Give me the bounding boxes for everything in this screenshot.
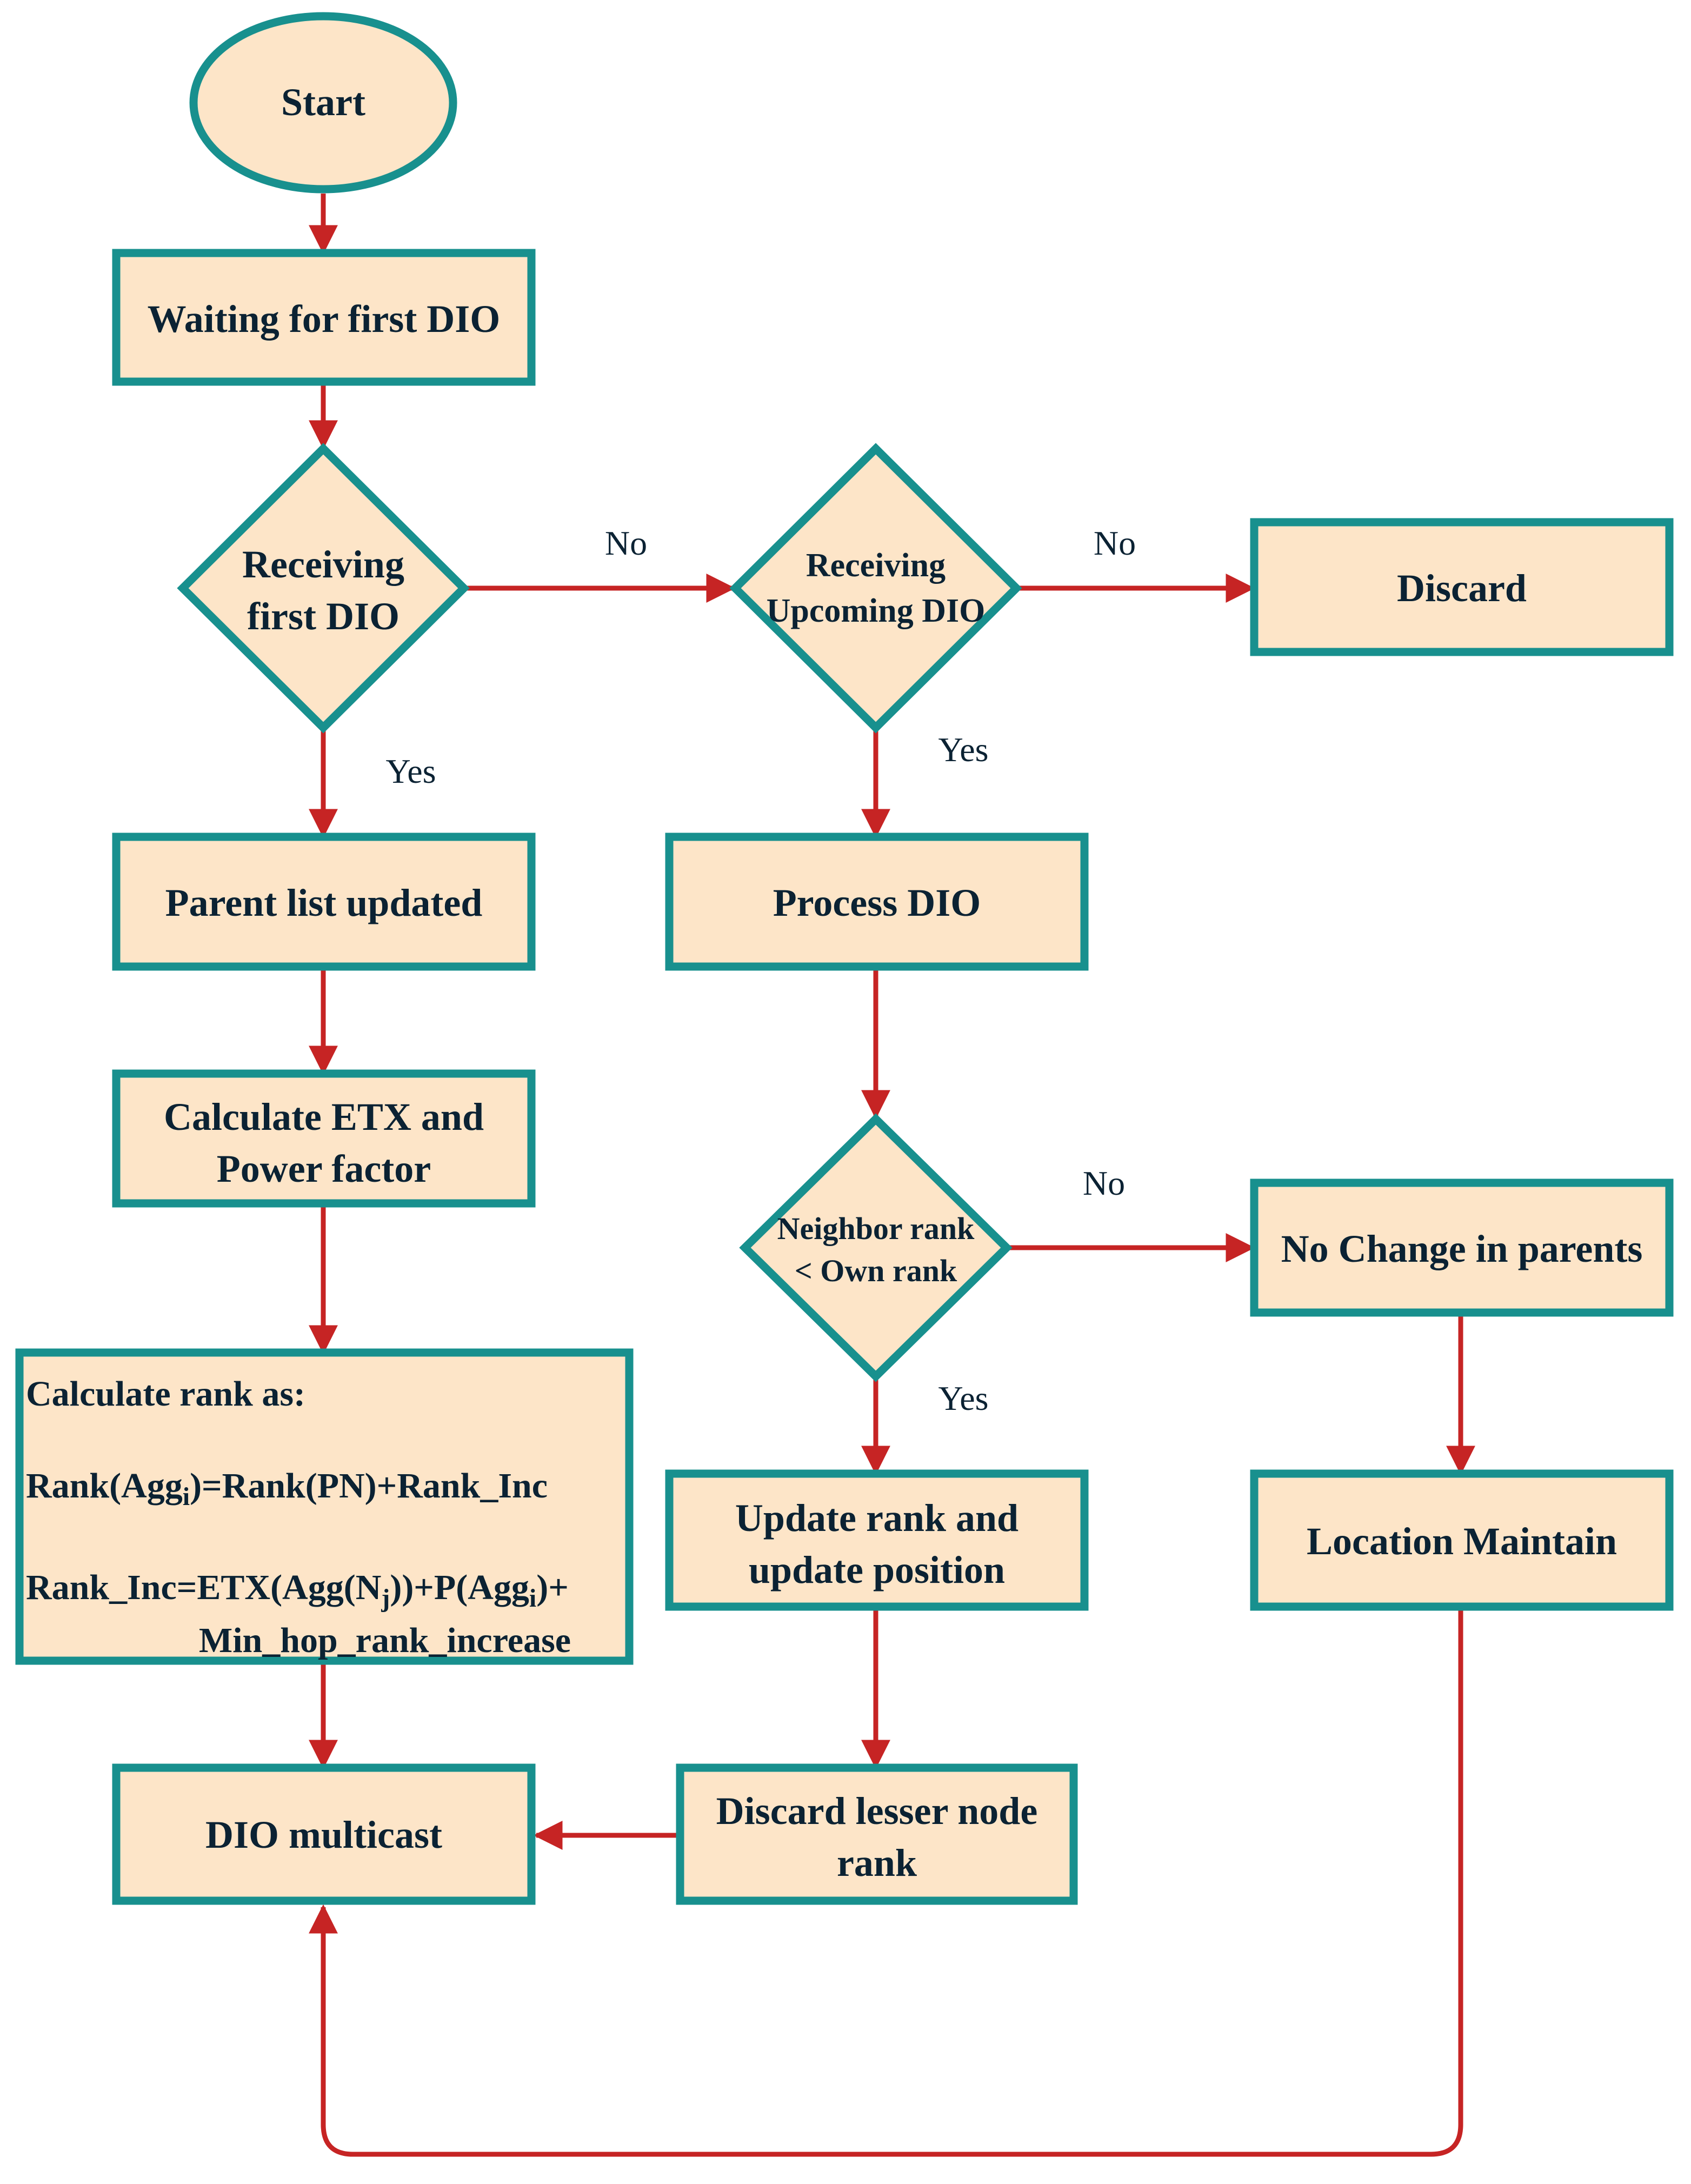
connectors xyxy=(309,194,1475,2157)
update-rank-label-line2: update position xyxy=(749,1548,1005,1592)
edge-label-yes-1: Yes xyxy=(385,752,436,790)
calc-rank-node: Calculate rank as: Rank(Aggi)=Rank(PN)+R… xyxy=(15,1348,634,1665)
no-change-parents-node: No Change in parents xyxy=(1250,1178,1674,1317)
neighbor-rank-label-line1: Neighbor rank xyxy=(777,1211,975,1246)
discard-lesser-label-line1: Discard lesser node xyxy=(716,1789,1038,1833)
dio-multicast-label: DIO multicast xyxy=(205,1813,442,1856)
location-maintain-label: Location Maintain xyxy=(1307,1520,1617,1563)
receiving-first-dio-label-line1: Receiving xyxy=(242,543,404,586)
update-rank-label-line1: Update rank and xyxy=(735,1496,1018,1540)
start-label: Start xyxy=(281,81,365,124)
waiting-first-dio-node: Waiting for first DIO xyxy=(112,249,536,386)
edge-label-no-3: No xyxy=(1083,1164,1125,1202)
dio-multicast-node: DIO multicast xyxy=(112,1763,536,1905)
calc-rank-equation-2: Rank_Inc=ETX(Agg(Nj))+P(Aggi)+ xyxy=(26,1568,569,1613)
calc-etx-power-label-line2: Power factor xyxy=(217,1147,431,1190)
calc-etx-power-node: Calculate ETX and Power factor xyxy=(112,1069,536,1208)
calc-rank-label-line1: Calculate rank as: xyxy=(26,1374,305,1414)
parent-list-updated-node: Parent list updated xyxy=(112,833,536,971)
receiving-upcoming-dio-label-line2: Upcoming DIO xyxy=(767,592,986,629)
neighbor-rank-node: Neighbor rank < Own rank xyxy=(739,1113,1013,1382)
location-maintain-node: Location Maintain xyxy=(1250,1469,1674,1611)
process-dio-node: Process DIO xyxy=(665,833,1089,971)
no-change-parents-label: No Change in parents xyxy=(1281,1227,1643,1270)
start-node: Start xyxy=(189,12,457,194)
receiving-first-dio-label-line2: first DIO xyxy=(247,595,400,638)
calc-rank-equation-1: Rank(Aggi)=Rank(PN)+Rank_Inc xyxy=(26,1466,548,1511)
edge-label-yes-3: Yes xyxy=(938,1379,988,1417)
calc-etx-power-label-line1: Calculate ETX and xyxy=(164,1095,484,1138)
receiving-first-dio-node: Receiving first DIO xyxy=(177,443,470,734)
discard-node: Discard xyxy=(1250,518,1674,656)
edge-label-no-2: No xyxy=(1094,524,1136,562)
discard-label: Discard xyxy=(1397,567,1527,610)
discard-lesser-label-line2: rank xyxy=(837,1841,917,1885)
parent-list-updated-label: Parent list updated xyxy=(165,881,483,924)
waiting-first-dio-label: Waiting for first DIO xyxy=(148,297,501,341)
process-dio-label: Process DIO xyxy=(773,881,981,924)
receiving-upcoming-dio-label-line1: Receiving xyxy=(806,547,946,584)
neighbor-rank-label-line2: < Own rank xyxy=(795,1253,957,1288)
calc-rank-equation-3: Min_hop_rank_increase xyxy=(199,1621,571,1660)
edge-labels: No No Yes Yes No Yes xyxy=(385,524,1136,1417)
arrow-location-loop-to-multicast xyxy=(309,1608,1463,2157)
edge-label-yes-2: Yes xyxy=(938,730,988,769)
receiving-upcoming-dio-node: Receiving Upcoming DIO xyxy=(729,443,1022,734)
discard-lesser-node: Discard lesser node rank xyxy=(676,1763,1078,1905)
update-rank-node: Update rank and update position xyxy=(665,1469,1089,1611)
edge-label-no-1: No xyxy=(605,524,647,562)
